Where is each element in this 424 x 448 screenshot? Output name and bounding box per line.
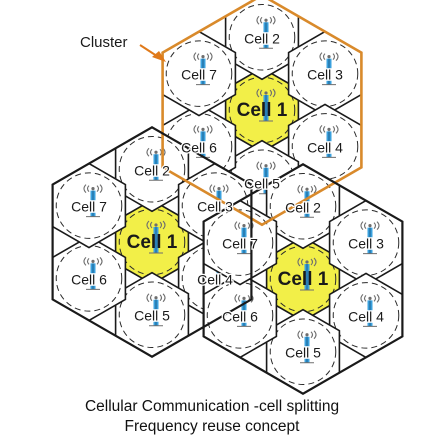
cluster-left-cell-2-label: Cell 2 (134, 162, 170, 178)
cell-reuse-diagram: Cell 1 Cell 2 Cell 3 Cell 4 Cell 5 Cell 6 Cell… (51, 0, 404, 395)
cluster-right-cell-4-label: Cell 4 (348, 308, 384, 324)
cluster-top-cell-6-label: Cell 6 (181, 139, 217, 155)
cluster-right-cell-5-label: Cell 5 (285, 345, 321, 361)
cluster-left-cell-1-label: Cell 1 (127, 232, 178, 253)
cluster-top-cell-5-label: Cell 5 (244, 176, 280, 192)
cluster-left-cell-7-coverage (55, 172, 123, 239)
cluster-right-cell-4-coverage (332, 282, 400, 349)
clusters-layer (51, 0, 404, 395)
cluster-left-cell-4-label: Cell 4 (197, 271, 233, 287)
cluster-left-outline (51, 126, 253, 358)
cluster-left-cell-6-label: Cell 6 (71, 271, 107, 287)
labels-layer: Cell 1 Cell 2 Cell 3 Cell 4 Cell 5 Cell 6 Cell… (70, 29, 386, 362)
cluster-right-cell-5-coverage (269, 318, 337, 386)
cluster-right-cell-2-coverage (269, 172, 337, 240)
cluster-right-cell-3-label: Cell 3 (348, 236, 384, 252)
caption-line-1: Cellular Communication -cell splitting (84, 398, 340, 415)
cluster-right-cell-6-label: Cell 6 (222, 308, 258, 324)
cluster-left-cell-7-label: Cell 7 (71, 199, 107, 215)
cluster-top-cell-7-coverage (165, 40, 233, 107)
cluster-top-outline (161, 0, 363, 227)
cluster-top-cell-2-label: Cell 2 (244, 30, 280, 46)
cluster-label: Cluster (80, 34, 128, 51)
cluster-right-cell-7-coverage (206, 209, 274, 276)
cluster-left-cell-5-coverage (118, 281, 186, 349)
cluster-arrow-head (152, 51, 166, 62)
caption-line-2: Frequency reuse concept (124, 418, 300, 435)
cells-layer (51, 0, 404, 395)
cluster-right-cell-2-label: Cell 2 (285, 199, 321, 215)
cluster-right-cell-7-label: Cell 7 (222, 236, 258, 252)
cluster-right-outline (202, 163, 404, 395)
cluster-left-cell-2-coverage (118, 135, 186, 203)
cluster-left-cell-5-label: Cell 5 (134, 308, 170, 324)
cluster-right-cell-1-label: Cell 1 (278, 269, 329, 290)
cluster-top-cell-7-label: Cell 7 (181, 67, 217, 83)
cluster-top-cell-2-coverage (228, 3, 296, 71)
cluster-left-cell-3-label: Cell 3 (197, 199, 233, 215)
cluster-top-cell-1-label: Cell 1 (237, 100, 288, 121)
cluster-top-cell-4-label: Cell 4 (307, 139, 343, 155)
cluster-top-cell-3-label: Cell 3 (307, 67, 343, 83)
